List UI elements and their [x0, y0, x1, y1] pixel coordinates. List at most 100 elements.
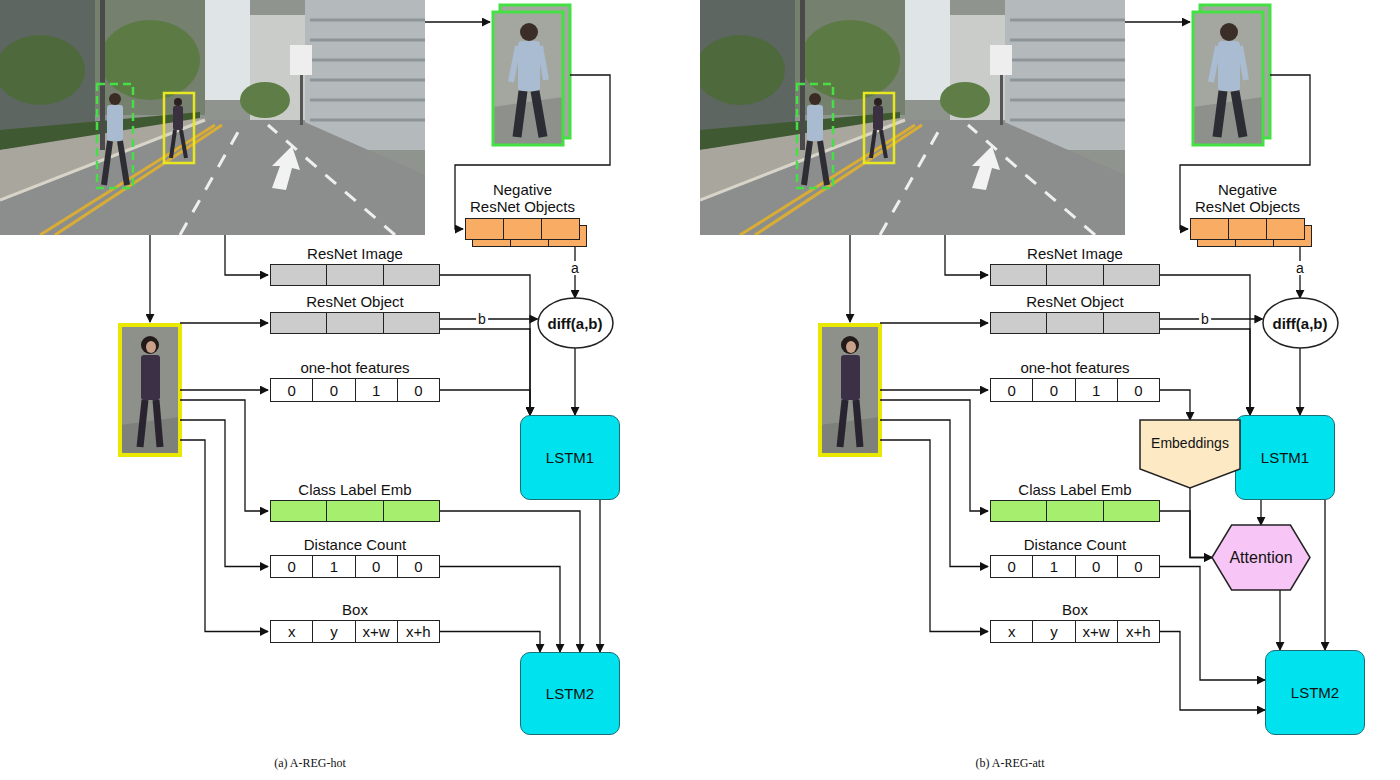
connector-arrow	[440, 275, 530, 415]
vector-label: one-hot features	[231, 359, 479, 376]
vector-value: 0	[414, 558, 422, 575]
wire	[180, 322, 268, 323]
node-text: Attention	[1229, 549, 1292, 567]
edge-label: b	[1199, 312, 1211, 326]
vector-label: Class Label Emb	[231, 481, 479, 498]
vector-value: x+w	[1083, 623, 1110, 640]
outline-shape	[1263, 298, 1338, 348]
node-text: LSTM1	[546, 449, 594, 466]
crop-frame	[1193, 12, 1263, 145]
vector-cell: 1	[355, 379, 397, 401]
vector-cell	[1103, 313, 1159, 333]
lstm-box: LSTM2	[1265, 650, 1365, 735]
feature-vector: Class Label Emb	[270, 500, 440, 522]
vector-cell	[1228, 219, 1266, 239]
connector-arrow	[599, 500, 600, 652]
wire	[225, 235, 268, 275]
wire	[880, 322, 988, 323]
node-text: Embeddings	[1151, 435, 1229, 451]
input-wires	[850, 22, 1310, 632]
vector-cell	[991, 501, 1046, 521]
wire	[849, 235, 850, 322]
vector-cell: 0	[397, 556, 439, 577]
vector-value: 1	[372, 382, 380, 399]
vector-cell	[326, 501, 382, 521]
street-photo	[695, 0, 1125, 235]
lstm-box: LSTM1	[520, 415, 620, 500]
connector-arrow	[440, 567, 560, 653]
vector-cell: 0	[1117, 379, 1159, 401]
node-text: LSTM2	[546, 685, 594, 702]
vector-value: x+h	[1126, 623, 1151, 640]
feature-vector: Class Label Emb	[990, 500, 1160, 522]
connector-arrow	[1260, 500, 1261, 525]
vector-cell	[383, 501, 439, 521]
stacked-feature-vector: Negative ResNet Objects	[465, 218, 580, 240]
negative-crop	[493, 12, 563, 145]
outline-shape	[538, 298, 613, 348]
crop-frame	[493, 12, 563, 145]
vector-label: Box	[231, 601, 479, 618]
vector-value: 0	[1092, 558, 1100, 575]
vector-cell: 0	[271, 379, 312, 401]
vector-cell: 1	[1032, 556, 1074, 577]
vector-cell	[383, 313, 439, 333]
vector-value: x+w	[363, 623, 390, 640]
vector-cell: 0	[355, 556, 397, 577]
wire	[945, 235, 988, 275]
stacked-feature-vector: Negative ResNet Objects	[1190, 218, 1305, 240]
feature-vector: ResNet Image	[990, 264, 1160, 286]
vector-cell	[326, 265, 382, 285]
vector-cell	[466, 219, 503, 239]
feature-vector: 0100Distance Count	[990, 555, 1160, 578]
connector-arrow	[574, 348, 575, 415]
vector-cell: x+h	[397, 621, 439, 642]
feature-vector: ResNet Object	[270, 312, 440, 334]
vector-label: ResNet Image	[951, 245, 1199, 262]
feature-vector: xyx+wx+hBox	[270, 620, 440, 643]
connector-arrow	[1160, 329, 1250, 415]
vector-value: 0	[372, 558, 380, 575]
vector-value: 0	[287, 558, 295, 575]
vector-cell: 0	[991, 379, 1032, 401]
vector-value: 0	[1134, 558, 1142, 575]
vector-cell: y	[1032, 621, 1074, 642]
vector-value: 0	[1134, 382, 1142, 399]
vector-cell	[383, 265, 439, 285]
subfigure-caption: (b) A-REG-att	[976, 756, 1045, 771]
vector-value: 1	[1092, 382, 1100, 399]
connector-arrow	[1160, 390, 1190, 420]
vector-cell: 0	[1032, 379, 1074, 401]
edge-label: a	[1294, 261, 1306, 275]
vector-cell: y	[312, 621, 354, 642]
vector-cell	[271, 501, 326, 521]
vector-label: ResNet Image	[231, 245, 479, 262]
diff-ellipse: diff(a,b)	[538, 298, 613, 348]
vector-cell: 1	[312, 556, 354, 577]
vector-value: 1	[1050, 558, 1058, 575]
vector-cell: x	[271, 621, 312, 642]
edge-label: a	[569, 261, 581, 275]
outline-shape	[1212, 525, 1310, 590]
node-text: LSTM2	[1291, 684, 1339, 701]
vector-value: x	[288, 623, 296, 640]
connector-arrow	[1190, 488, 1212, 558]
vector-label: Distance Count	[231, 536, 479, 553]
vector-value: 0	[414, 382, 422, 399]
vector-label: Class Label Emb	[951, 481, 1199, 498]
vector-value: 0	[287, 382, 295, 399]
vector-cell	[991, 265, 1046, 285]
wire	[880, 389, 988, 390]
vector-cell: 0	[1117, 556, 1159, 577]
target-crop-frame	[120, 325, 180, 455]
connector-arrow	[1160, 511, 1212, 558]
vector-cell: 0	[271, 556, 312, 577]
vector-cell: 1	[1075, 379, 1117, 401]
connector-arrow	[440, 329, 530, 415]
connector-arrow	[440, 511, 580, 652]
vector-value: x+h	[406, 623, 431, 640]
feature-vector: 0100Distance Count	[270, 555, 440, 578]
wire	[880, 400, 988, 511]
vector-value: 0	[1007, 558, 1015, 575]
